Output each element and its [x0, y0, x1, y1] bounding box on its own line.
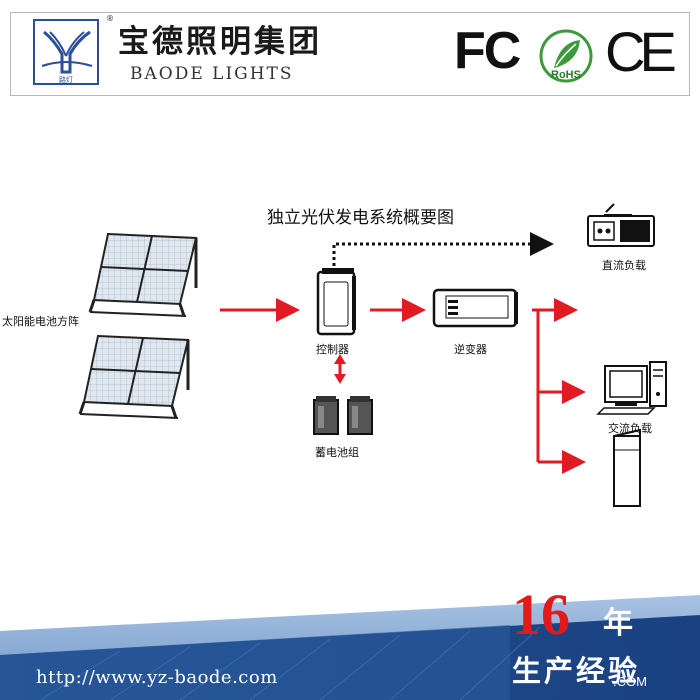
diagram-title: 独立光伏发电系统概要图 — [267, 208, 454, 228]
header-frame — [10, 12, 690, 96]
battery-pack — [313, 396, 373, 435]
dc-load-label: 直流负载 — [602, 259, 646, 272]
ce-certification-icon: CE — [605, 20, 677, 83]
fc-certification-icon: FC — [454, 22, 521, 80]
system-diagram — [78, 203, 667, 508]
solar-panel-bottom — [78, 334, 190, 419]
experience-years: 16 — [512, 582, 570, 647]
battery-label: 蓄电池组 — [315, 446, 359, 459]
controller-device — [316, 268, 356, 336]
company-logo: 路灯 — [32, 18, 102, 88]
company-name-cn: 宝德照明集团 — [118, 24, 322, 60]
arrow-controller-to-dc-load — [332, 232, 554, 266]
controller-label: 控制器 — [316, 343, 349, 356]
dc-load-radio — [587, 203, 655, 247]
footer-banner — [0, 595, 700, 700]
ac-load-label: 交流负载 — [608, 422, 652, 435]
rohs-certification-icon: RoHS — [538, 28, 594, 84]
footer-com-text: .COM — [613, 674, 647, 689]
ac-load-computer — [596, 361, 667, 415]
ac-load-appliance — [613, 428, 641, 508]
inverter-label: 逆变器 — [454, 343, 487, 356]
experience-slogan: 生产经验 — [512, 654, 641, 688]
rohs-text: RoHS — [551, 69, 581, 81]
battery-link-arrow — [334, 354, 346, 384]
experience-year-unit: 年 — [603, 606, 633, 641]
logo-text: 路灯 — [59, 75, 73, 84]
inverter-device — [432, 288, 518, 328]
solar-panel-top — [88, 232, 198, 317]
website-link[interactable]: http://www.yz-baode.com — [36, 667, 278, 688]
registered-mark: ® — [106, 14, 114, 23]
solar-array-label: 太阳能电池方阵 — [2, 315, 79, 328]
company-name-en: BAODE LIGHTS — [130, 64, 294, 84]
